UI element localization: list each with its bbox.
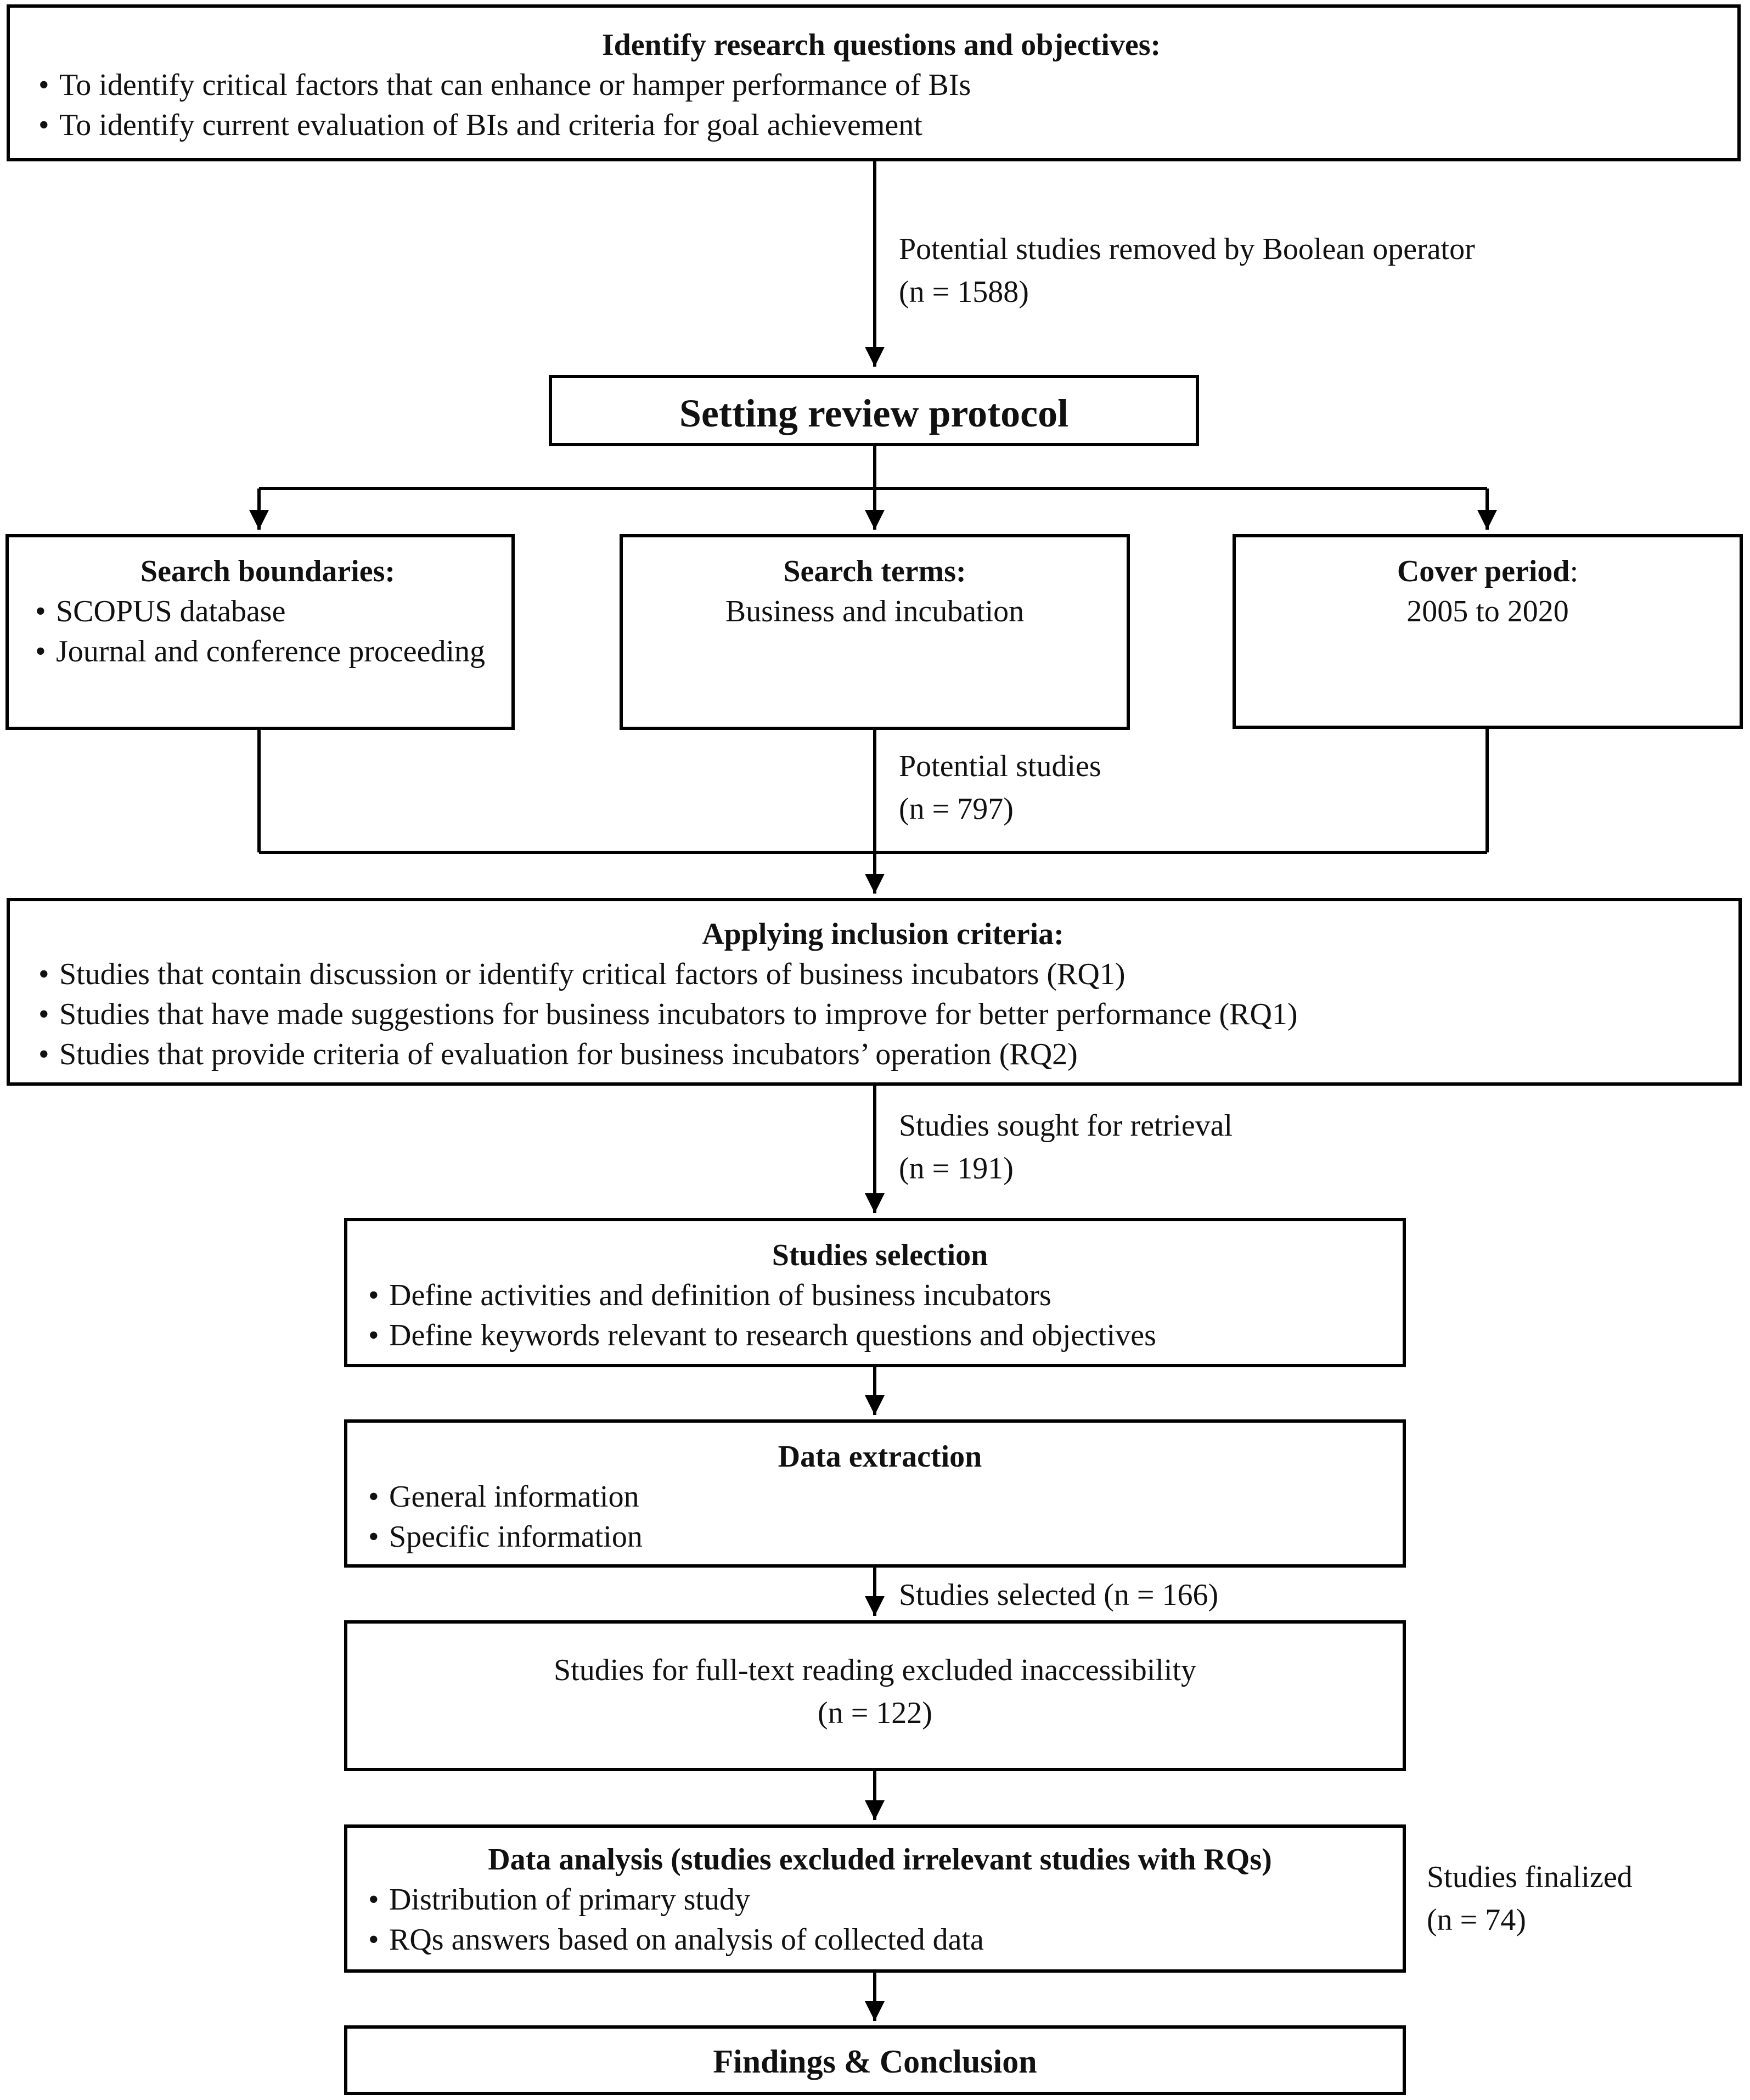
list-item: To identify current evaluation of BIs an… (38, 105, 1724, 145)
boolean-note-count: (n = 1588) (899, 275, 1029, 309)
cover-period-text: 2005 to 2020 (1406, 594, 1569, 628)
findings-box: Findings & Conclusion (344, 2025, 1406, 2095)
finalized-note: Studies finalized (n = 74) (1427, 1856, 1633, 1941)
analysis-box: Data analysis (studies excluded irreleva… (344, 1824, 1406, 1973)
retrieval-note: Studies sought for retrieval (n = 191) (899, 1104, 1233, 1190)
inclusion-title: Applying inclusion criteria: (702, 917, 1064, 951)
extraction-box: Data extraction General information Spec… (344, 1419, 1406, 1568)
list-item: Define activities and definition of busi… (368, 1276, 1392, 1316)
inclusion-box: Applying inclusion criteria: Studies tha… (7, 898, 1742, 1086)
objectives-box: Identify research questions and objectiv… (7, 4, 1741, 161)
list-item: To identify critical factors that can en… (38, 65, 1724, 105)
findings-title: Findings & Conclusion (713, 2043, 1037, 2080)
list-item: Specific information (368, 1517, 1392, 1557)
list-item: Studies that provide criteria of evaluat… (38, 1035, 1728, 1075)
cover-period-heading: Cover period: (1236, 552, 1740, 592)
selection-box: Studies selection Define activities and … (344, 1218, 1406, 1367)
selected-note: Studies selected (n = 166) (899, 1574, 1218, 1616)
selection-title: Studies selection (772, 1238, 988, 1272)
list-item: Distribution of primary study (368, 1880, 1392, 1920)
potential-note-count: (n = 797) (899, 792, 1014, 826)
search-terms-box: Search terms: Business and incubation (620, 534, 1130, 730)
extraction-list: General information Specific information (368, 1477, 1392, 1557)
protocol-box: Setting review protocol (549, 375, 1199, 446)
search-boundaries-list: SCOPUS database Journal and conference p… (35, 592, 500, 672)
extraction-title: Data extraction (778, 1440, 982, 1474)
selection-list: Define activities and definition of busi… (368, 1276, 1392, 1356)
finalized-note-text: Studies finalized (1427, 1860, 1633, 1894)
list-item: Studies that contain discussion or ident… (38, 954, 1728, 995)
fulltext-box: Studies for full-text reading excluded i… (344, 1620, 1406, 1771)
objectives-list: To identify critical factors that can en… (38, 65, 1724, 145)
list-item: Journal and conference proceeding (35, 632, 500, 672)
fulltext-text: Studies for full-text reading excluded i… (554, 1653, 1196, 1687)
selected-note-text: Studies selected (n = 166) (899, 1578, 1219, 1612)
list-item: General information (368, 1477, 1392, 1517)
finalized-note-count: (n = 74) (1427, 1903, 1526, 1937)
analysis-title: Data analysis (studies excluded irreleva… (488, 1843, 1272, 1877)
retrieval-note-text: Studies sought for retrieval (899, 1109, 1233, 1143)
cover-period-colon: : (1569, 554, 1579, 588)
list-item: Define keywords relevant to research que… (368, 1316, 1392, 1356)
analysis-list: Distribution of primary study RQs answer… (368, 1880, 1392, 1960)
list-item: Studies that have made suggestions for b… (38, 995, 1728, 1035)
search-terms-text: Business and incubation (725, 594, 1025, 628)
potential-note-text: Potential studies (899, 749, 1101, 783)
search-terms-title: Search terms: (783, 554, 966, 588)
search-boundaries-title: Search boundaries: (140, 554, 396, 588)
inclusion-list: Studies that contain discussion or ident… (38, 954, 1728, 1075)
objectives-title: Identify research questions and objectiv… (601, 28, 1161, 62)
retrieval-note-count: (n = 191) (899, 1152, 1014, 1186)
cover-period-title: Cover period (1397, 554, 1570, 588)
boolean-note-text: Potential studies removed by Boolean ope… (899, 232, 1475, 266)
list-item: RQs answers based on analysis of collect… (368, 1920, 1392, 1960)
fulltext-count: (n = 122) (818, 1696, 932, 1730)
search-boundaries-box: Search boundaries: SCOPUS database Journ… (5, 534, 515, 730)
potential-note: Potential studies (n = 797) (899, 745, 1101, 830)
list-item: SCOPUS database (35, 592, 500, 632)
boolean-note: Potential studies removed by Boolean ope… (899, 228, 1475, 313)
protocol-title: Setting review protocol (679, 391, 1069, 435)
cover-period-box: Cover period: 2005 to 2020 (1233, 534, 1743, 729)
